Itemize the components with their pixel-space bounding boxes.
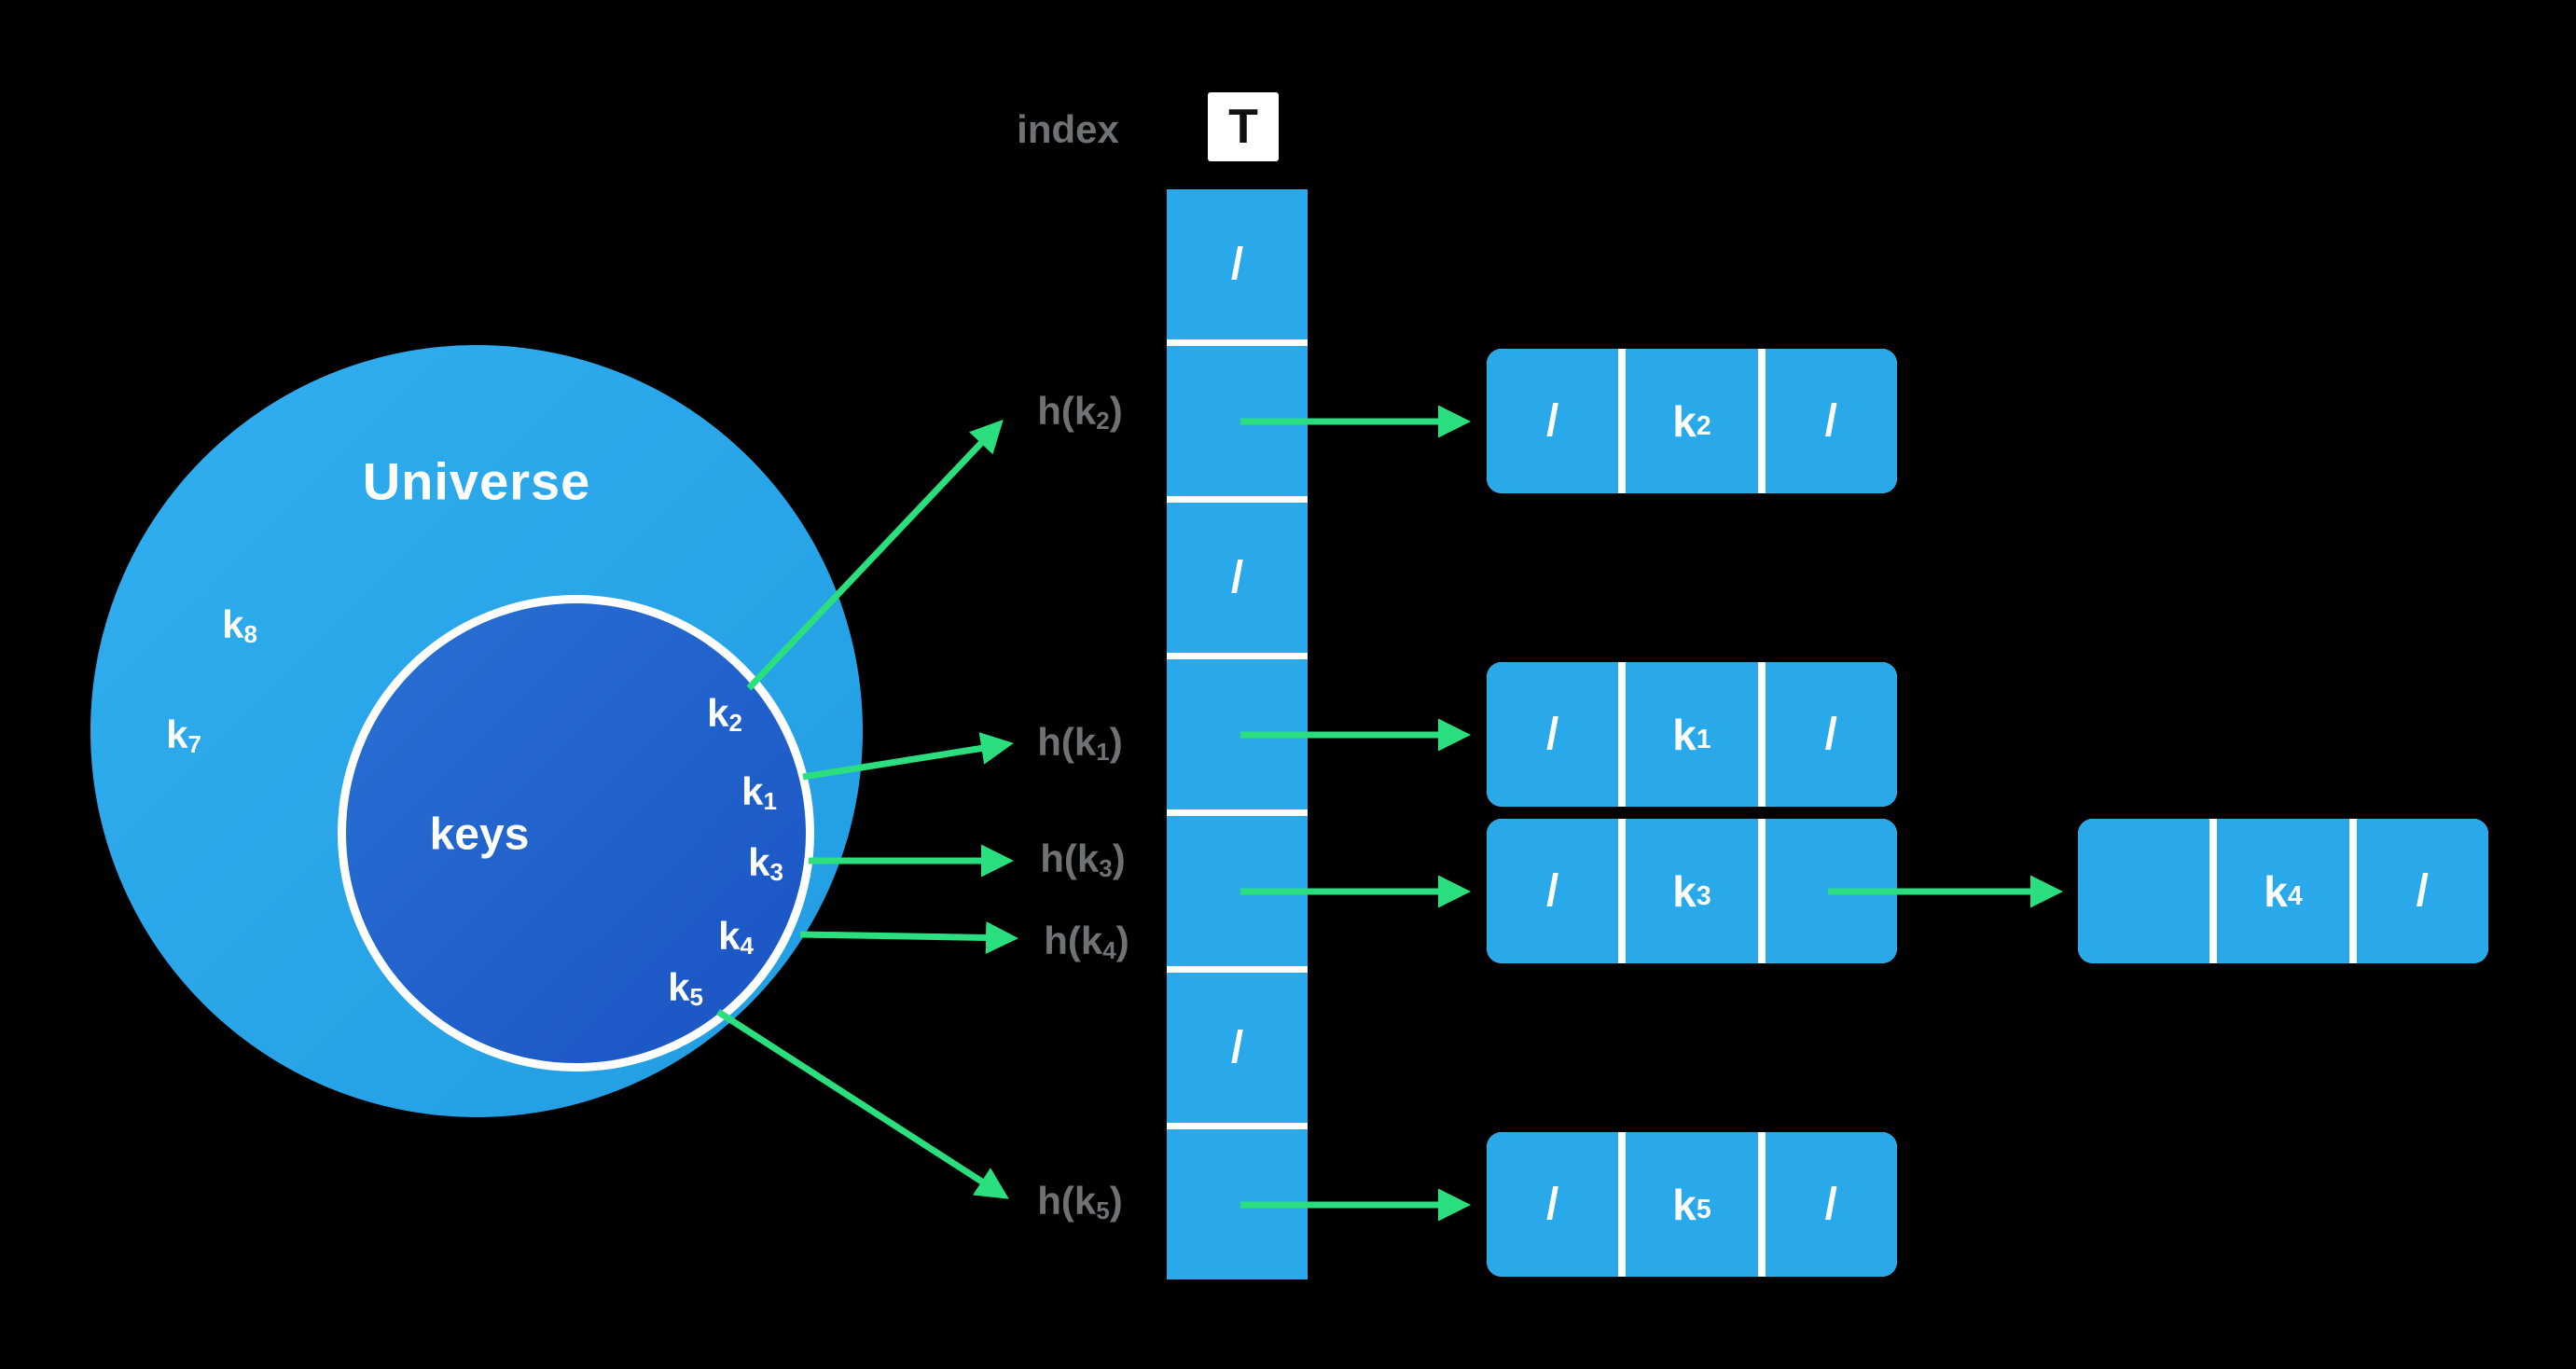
table-slot-6 — [1167, 1129, 1308, 1279]
hash-label-hk1: h(k1) — [1037, 720, 1122, 765]
hash-label-hk5-pre: h(k — [1037, 1179, 1097, 1223]
key-k4-sub: 4 — [740, 931, 754, 960]
hash-label-hk1-post: ) — [1109, 720, 1123, 764]
hash-label-hk3-pre: h(k — [1040, 837, 1100, 880]
key-k5-sub: 5 — [689, 982, 703, 1011]
node-k2-next-pointer: / — [1765, 349, 1897, 493]
node-k4-next-value: / — [2416, 866, 2429, 916]
table-slot-5: / — [1167, 973, 1308, 1123]
key-k1-base: k — [741, 769, 764, 813]
node-k3-key-base: k — [1672, 866, 1697, 916]
node-k3-next-pointer — [1765, 819, 1897, 963]
universe-label: Universe — [362, 451, 591, 511]
key-k1: k1 — [741, 769, 777, 814]
key-k8: k8 — [222, 602, 257, 647]
node-k1-prev-value: / — [1545, 710, 1559, 759]
node-k4-key-base: k — [2264, 866, 2288, 916]
hash-label-hk5-sub: 5 — [1096, 1196, 1110, 1224]
node-k4-prev-pointer — [2078, 819, 2210, 963]
table-slot-0: / — [1167, 189, 1308, 339]
table-name-badge: T — [1208, 92, 1279, 161]
hash-label-hk5: h(k5) — [1037, 1179, 1122, 1224]
hash-label-hk3: h(k3) — [1040, 837, 1125, 881]
key-k4-base: k — [718, 914, 741, 958]
hash-label-hk2-sub: 2 — [1096, 406, 1110, 435]
arrow-k5-to-hk5 — [716, 1009, 1009, 1199]
key-k5: k5 — [668, 965, 703, 1010]
slot-2-value: / — [1230, 553, 1244, 602]
slot-0-value: / — [1230, 240, 1244, 289]
key-k7-sub: 7 — [187, 729, 201, 758]
hash-label-hk1-sub: 1 — [1096, 737, 1110, 766]
key-k2-sub: 2 — [728, 708, 742, 737]
key-k7-base: k — [166, 712, 188, 756]
hash-label-hk4-post: ) — [1115, 919, 1129, 962]
node-k2-key-base: k — [1672, 396, 1697, 446]
key-k2: k2 — [707, 691, 742, 736]
key-k8-sub: 8 — [243, 619, 257, 648]
table-slot-3 — [1167, 659, 1308, 809]
index-label: index — [1017, 107, 1119, 151]
key-k7: k7 — [166, 712, 201, 757]
node-k3-prev-value: / — [1545, 866, 1559, 916]
key-k3-base: k — [748, 840, 770, 884]
node-k1-next-value: / — [1824, 710, 1837, 759]
keys-label: keys — [429, 809, 530, 860]
hash-label-hk4: h(k4) — [1044, 919, 1129, 963]
table-name-label: T — [1228, 100, 1258, 154]
hash-label-hk1-pre: h(k — [1037, 720, 1097, 764]
node-k5-next-pointer: / — [1765, 1132, 1897, 1277]
node-k1-next-pointer: / — [1765, 662, 1897, 807]
node-k1-prev-pointer: / — [1487, 662, 1619, 807]
key-k5-base: k — [668, 965, 690, 1009]
slot-5-value: / — [1230, 1023, 1244, 1072]
node-k5-prev-pointer: / — [1487, 1132, 1619, 1277]
hash-label-hk4-pre: h(k — [1044, 919, 1103, 962]
hash-label-hk3-sub: 3 — [1099, 853, 1113, 882]
node-k2-next-value: / — [1824, 396, 1837, 446]
node-k5-key-base: k — [1672, 1180, 1697, 1229]
node-k2-prev-value: / — [1545, 396, 1559, 446]
key-k8-base: k — [222, 602, 244, 646]
node-k2-prev-pointer: / — [1487, 349, 1619, 493]
arrow-k4-to-hk4 — [799, 921, 1018, 955]
hash-label-hk2: h(k2) — [1037, 389, 1122, 434]
key-k4: k4 — [718, 914, 754, 959]
node-k3-prev-pointer: / — [1487, 819, 1619, 963]
hash-label-hk4-sub: 4 — [1102, 935, 1116, 964]
node-k1-key-base: k — [1672, 710, 1697, 759]
hash-label-hk2-post: ) — [1109, 389, 1123, 433]
hash-label-hk2-pre: h(k — [1037, 389, 1097, 433]
node-k5-prev-value: / — [1545, 1180, 1559, 1229]
key-k1-sub: 1 — [763, 786, 777, 815]
keys-circle — [338, 595, 814, 1072]
table-slot-2: / — [1167, 503, 1308, 653]
node-k4-next-pointer: / — [2356, 819, 2488, 963]
hash-label-hk3-post: ) — [1112, 837, 1126, 880]
table-slot-4 — [1167, 816, 1308, 966]
key-k3: k3 — [748, 840, 783, 885]
key-k2-base: k — [707, 691, 729, 735]
node-k5-next-value: / — [1824, 1180, 1837, 1229]
hash-table-array: / / / — [1167, 189, 1308, 1279]
table-slot-1 — [1167, 346, 1308, 496]
key-k3-sub: 3 — [769, 857, 783, 886]
hash-label-hk5-post: ) — [1109, 1179, 1123, 1223]
